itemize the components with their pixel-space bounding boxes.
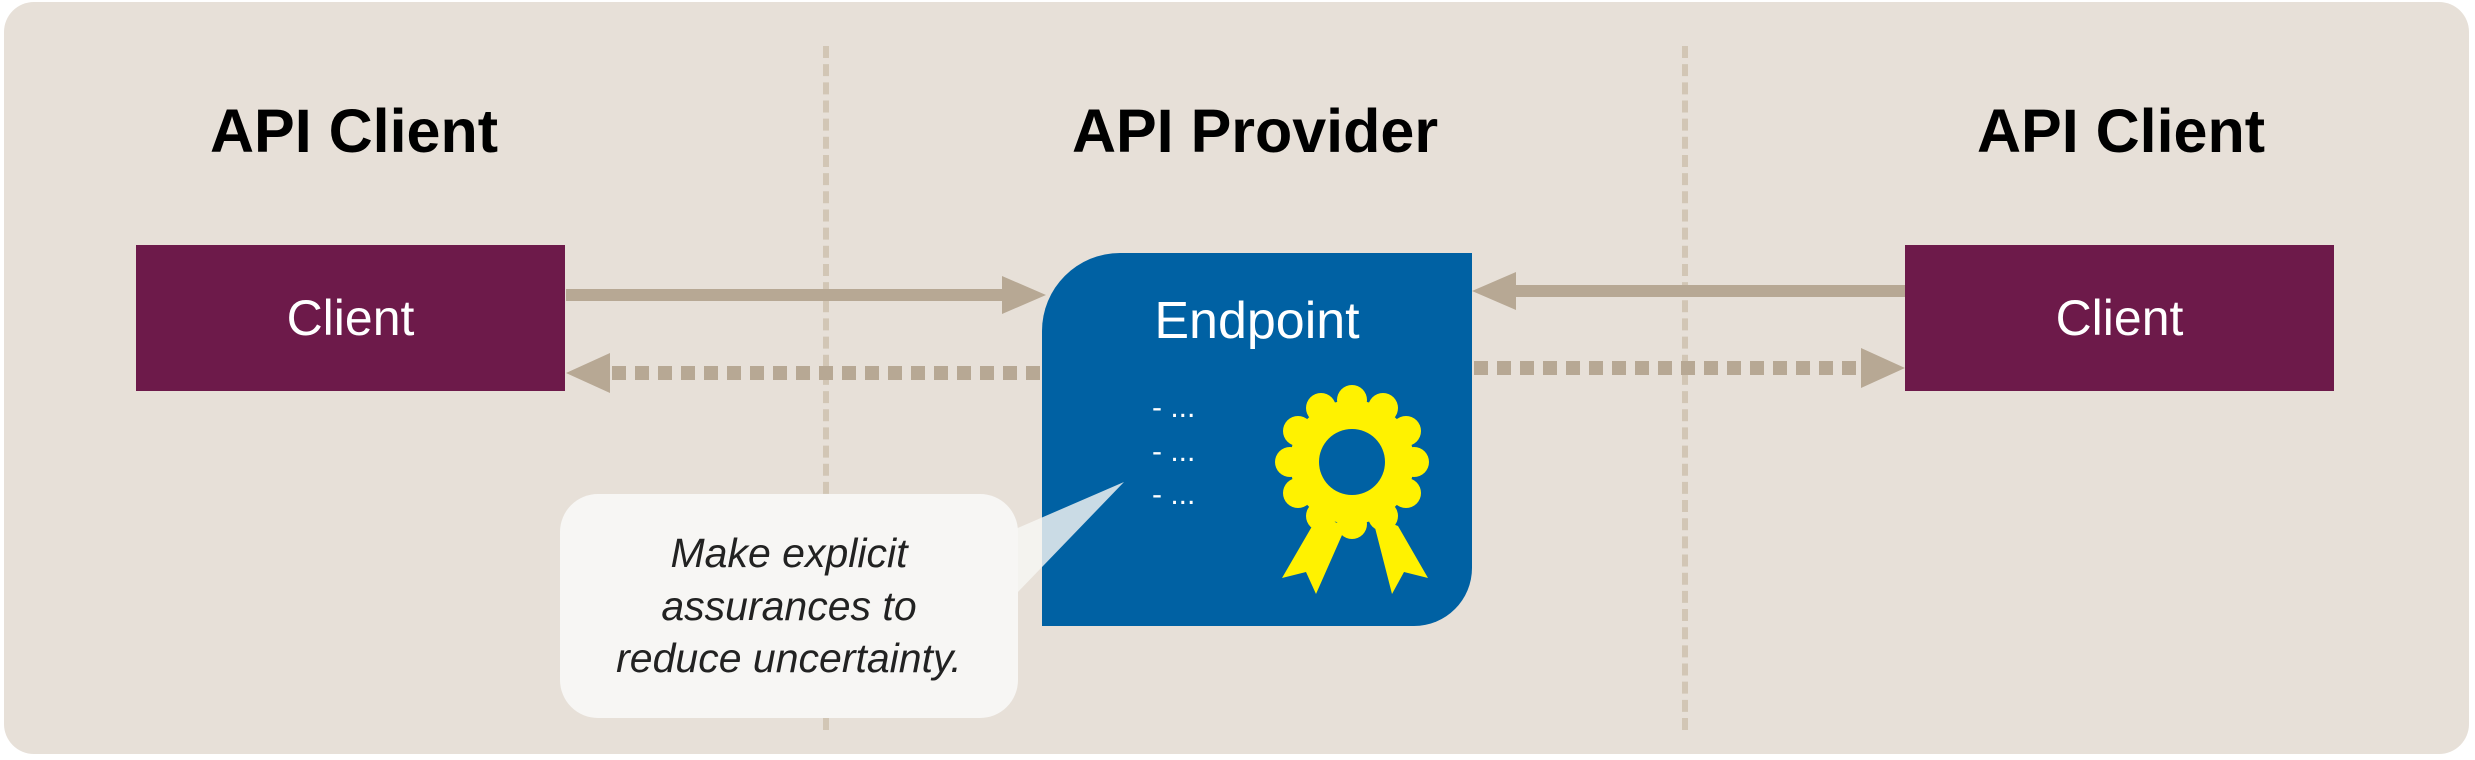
divider-right [1682, 46, 1688, 730]
callout-line-2: assurances to [661, 582, 917, 629]
request-arrow-right [1472, 272, 1905, 310]
endpoint-item-1: - ... [1152, 391, 1196, 424]
client-label-right: Client [2055, 290, 2184, 346]
response-arrow-left [566, 353, 1040, 393]
client-box-right: Client [1905, 245, 2334, 391]
endpoint-title: Endpoint [1154, 292, 1360, 350]
heading-api-client-right: API Client [1976, 97, 2266, 165]
callout-pointer [990, 482, 1124, 594]
endpoint-item-2: - ... [1152, 435, 1196, 468]
assurance-callout: Make explicit assurances to reduce uncer… [560, 494, 1018, 718]
callout-line-1: Make explicit [670, 530, 908, 577]
divider-left [823, 46, 829, 730]
heading-api-client-left: API Client [209, 97, 499, 165]
heading-api-provider: API Provider [1071, 97, 1439, 165]
client-label-left: Client [286, 290, 415, 346]
response-arrow-right [1474, 348, 1905, 388]
request-arrow-left [566, 276, 1046, 314]
client-box-left: Client [136, 245, 565, 391]
callout-line-3: reduce uncertainty. [616, 635, 962, 682]
endpoint-item-3: - ... [1152, 478, 1196, 511]
award-ribbon-icon [1275, 385, 1429, 594]
